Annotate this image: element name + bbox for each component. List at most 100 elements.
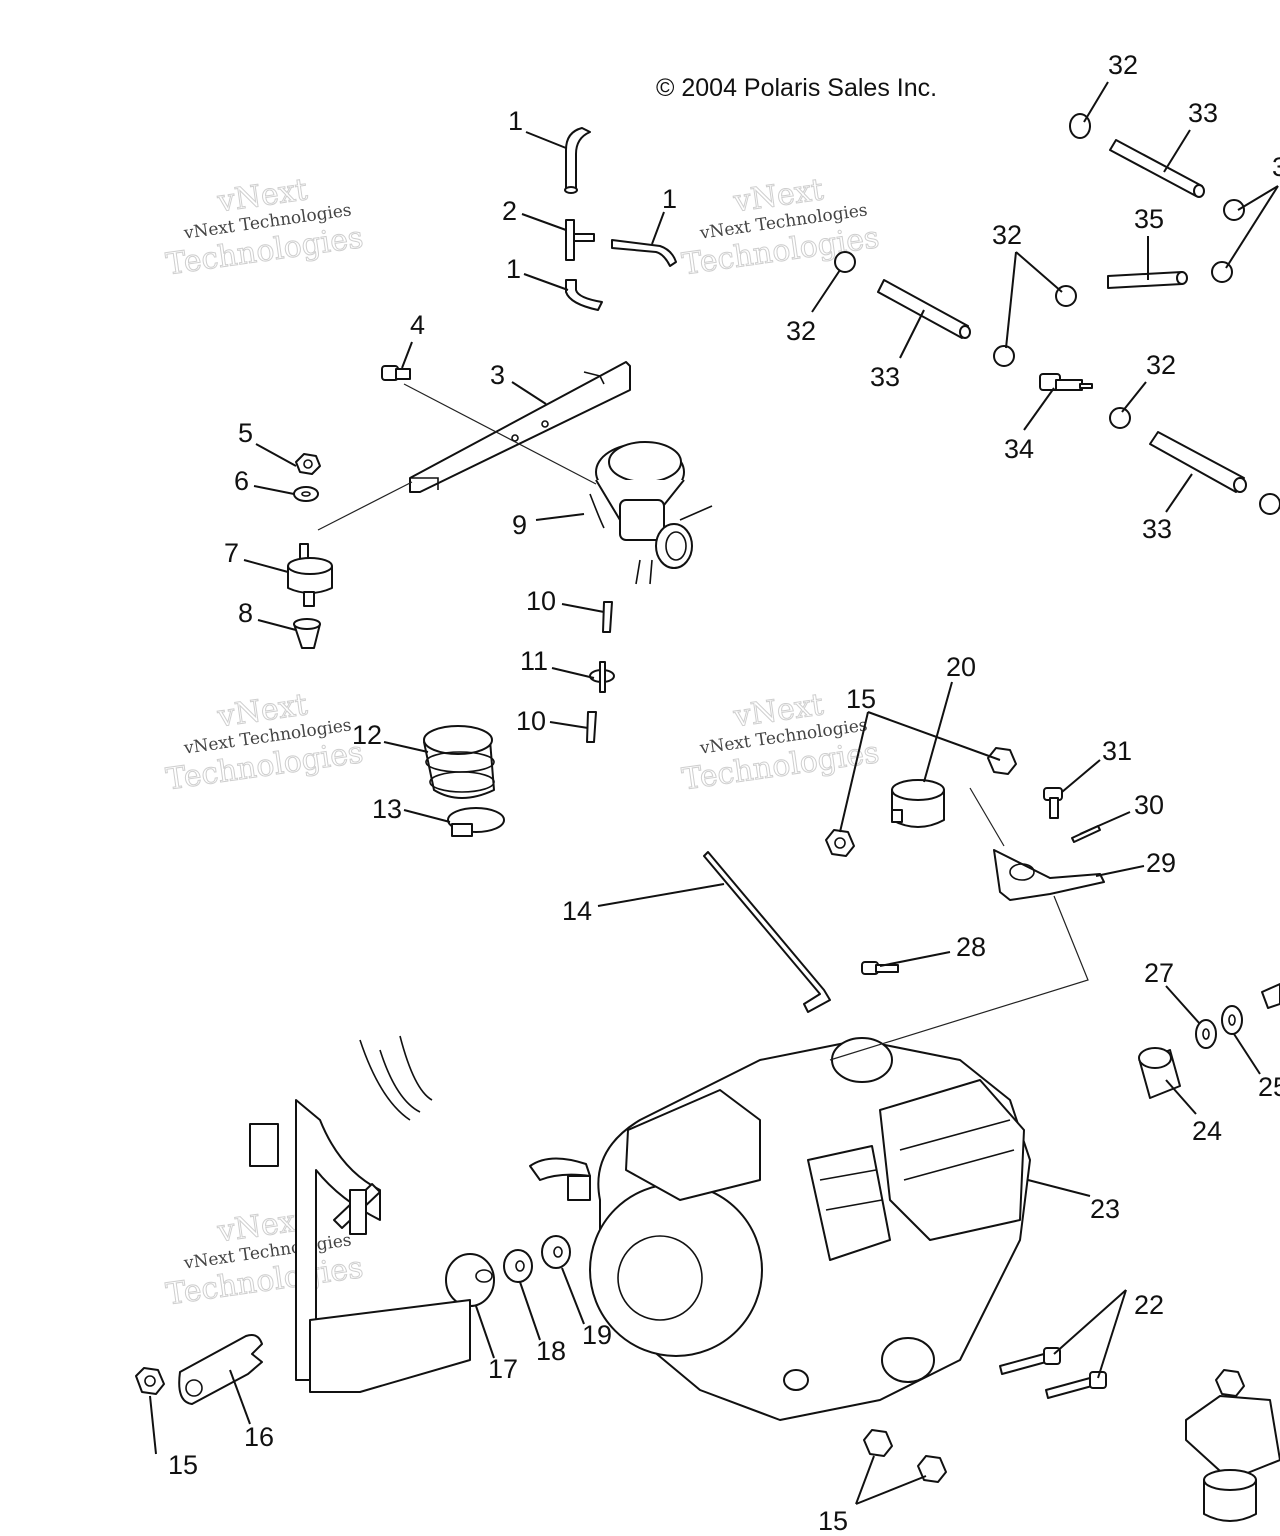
callout-32d: 32 xyxy=(1146,350,1176,380)
callout-31: 31 xyxy=(1102,736,1132,766)
copyright-text: © 2004 Polaris Sales Inc. xyxy=(656,74,937,102)
bolt-31 xyxy=(1043,787,1063,819)
tee-fitting-2 xyxy=(565,219,595,261)
bolt-4 xyxy=(381,365,411,381)
hose-33-bottom xyxy=(1149,431,1247,493)
pin-10-lower xyxy=(586,711,597,743)
callout-32c: 32 xyxy=(992,220,1022,250)
callout-35: 35 xyxy=(1134,204,1164,234)
assembly-lines xyxy=(317,383,1089,1061)
callout-27: 27 xyxy=(1144,958,1174,988)
hose-1-right xyxy=(611,239,677,267)
hose-1-lower xyxy=(565,279,603,311)
callout-19: 19 xyxy=(582,1320,612,1350)
clamp-32-d xyxy=(1109,407,1131,429)
callout-7: 7 xyxy=(224,538,239,568)
callout-30: 30 xyxy=(1134,790,1164,820)
callout-13: 13 xyxy=(372,794,402,824)
pin-10-upper xyxy=(602,601,613,633)
callout-18: 18 xyxy=(536,1336,566,1366)
watermark: vNext vNext Technologies Technologies xyxy=(163,1202,365,1313)
callout-33a: 33 xyxy=(1188,98,1218,128)
callout-6: 6 xyxy=(234,466,249,496)
bolt-28 xyxy=(861,961,899,975)
nut-15-upper-right xyxy=(987,747,1017,775)
washer-27 xyxy=(1195,1019,1217,1049)
washer-6 xyxy=(293,486,319,502)
leader-lines xyxy=(149,81,1279,1505)
callout-1b: 1 xyxy=(662,184,677,214)
watermark: vNext vNext Technologies Technologies xyxy=(163,172,365,283)
callout-23: 23 xyxy=(1090,1194,1120,1224)
callout-25: 25 xyxy=(1258,1072,1280,1102)
engine-23 xyxy=(529,1037,1031,1421)
callout-32b: 32 xyxy=(786,316,816,346)
clamp-3-edge xyxy=(1211,199,1280,515)
callout-22: 22 xyxy=(1134,1290,1164,1320)
washer-18 xyxy=(503,1249,533,1283)
washer-25 xyxy=(1221,1005,1243,1035)
callout-10a: 10 xyxy=(526,586,556,616)
bracket-3 xyxy=(409,361,631,493)
callout-20: 20 xyxy=(946,652,976,682)
clamp-32-b xyxy=(834,251,856,273)
washer-19 xyxy=(541,1235,571,1269)
callout-2: 2 xyxy=(502,196,517,226)
spacer-24 xyxy=(1138,1047,1181,1099)
bolt-22-b xyxy=(1045,1371,1107,1399)
hose-35 xyxy=(1107,271,1188,289)
callout-12: 12 xyxy=(352,720,382,750)
callout-15b: 15 xyxy=(168,1450,198,1480)
bushing-17 xyxy=(445,1253,495,1307)
callout-8: 8 xyxy=(238,598,253,628)
clamp-32-c xyxy=(993,285,1077,367)
collar-8 xyxy=(293,618,321,649)
callout-3edge: 3 xyxy=(1272,152,1280,182)
rod-14 xyxy=(703,851,831,1013)
hose-33-middle xyxy=(877,279,971,339)
nut-15-right-edge xyxy=(1215,1369,1245,1397)
watermark: vNext vNext Technologies Technologies xyxy=(679,172,881,283)
frame-section xyxy=(249,1035,471,1393)
callout-16: 16 xyxy=(244,1422,274,1452)
hose-clamp-13 xyxy=(447,807,505,837)
carburetor-9 xyxy=(589,441,713,585)
plate-16 xyxy=(178,1334,263,1405)
nut-15-bottom-a xyxy=(863,1429,893,1457)
intake-boot-12 xyxy=(423,725,495,799)
callout-33b: 33 xyxy=(870,362,900,392)
callout-33c: 33 xyxy=(1142,514,1172,544)
callout-5: 5 xyxy=(238,418,253,448)
callout-15a: 15 xyxy=(846,684,876,714)
bolt-22-a xyxy=(999,1347,1061,1375)
valve-11 xyxy=(589,661,615,693)
callout-4: 4 xyxy=(410,310,425,340)
hose-33-top xyxy=(1109,139,1205,198)
bracket-29 xyxy=(993,849,1105,901)
callout-1c: 1 xyxy=(506,254,521,284)
callout-11: 11 xyxy=(520,646,548,676)
rubber-mount-20 xyxy=(891,779,945,828)
callout-10b: 10 xyxy=(516,706,546,736)
mount-bracket-right-edge xyxy=(1185,983,1280,1522)
callout-3: 3 xyxy=(490,360,505,390)
callout-1a: 1 xyxy=(508,106,523,136)
nut-15-upper-left xyxy=(825,829,855,857)
hose-1-upper xyxy=(564,127,591,194)
nut-15-left xyxy=(135,1367,165,1395)
nut-5 xyxy=(295,453,321,475)
callout-29: 29 xyxy=(1146,848,1176,878)
callout-24: 24 xyxy=(1192,1116,1222,1146)
callout-17: 17 xyxy=(488,1354,518,1384)
rubber-mount-7 xyxy=(287,543,333,607)
watermark: vNext vNext Technologies Technologies xyxy=(163,687,365,798)
check-valve-34 xyxy=(1039,373,1093,391)
callout-14: 14 xyxy=(562,896,592,926)
cotter-pin-30 xyxy=(1071,825,1101,843)
callout-32a: 32 xyxy=(1108,50,1138,80)
callout-34: 34 xyxy=(1004,434,1034,464)
callout-15c: 15 xyxy=(818,1506,848,1536)
callout-28: 28 xyxy=(956,932,986,962)
